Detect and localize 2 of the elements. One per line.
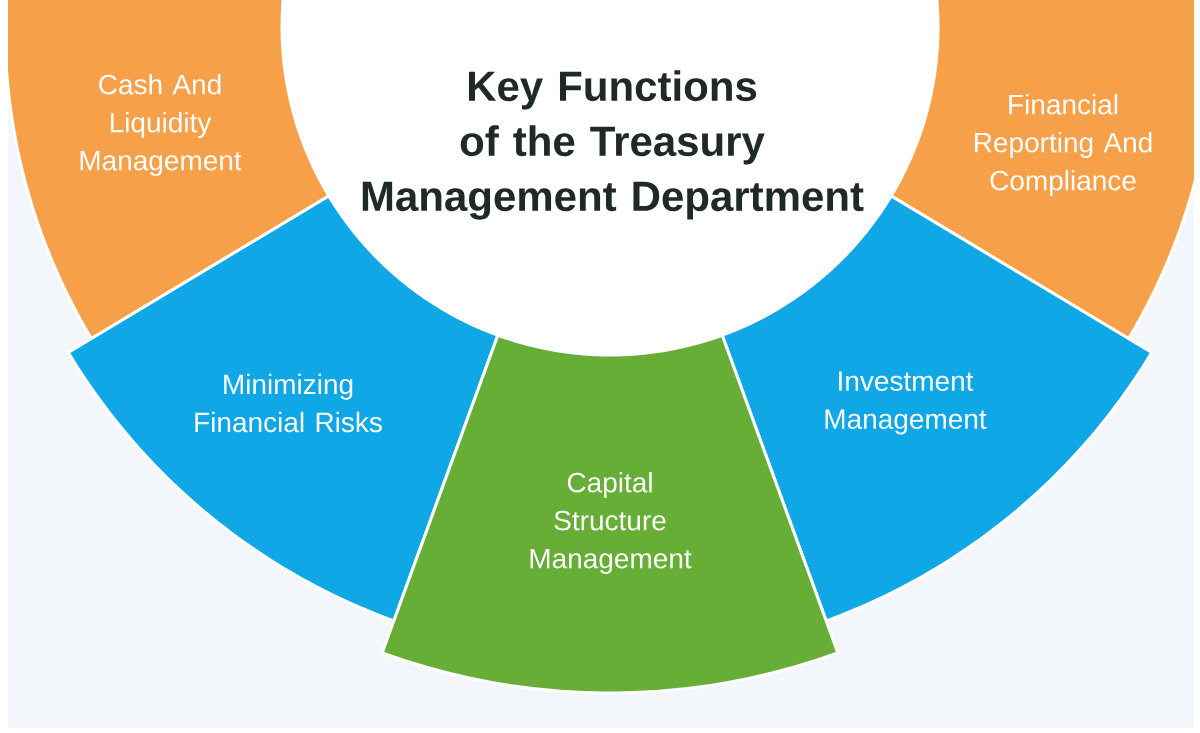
segment: Cash And Liquidity Management	[8, 0, 331, 341]
segment: Financial Reporting And Compliance	[889, 0, 1194, 341]
